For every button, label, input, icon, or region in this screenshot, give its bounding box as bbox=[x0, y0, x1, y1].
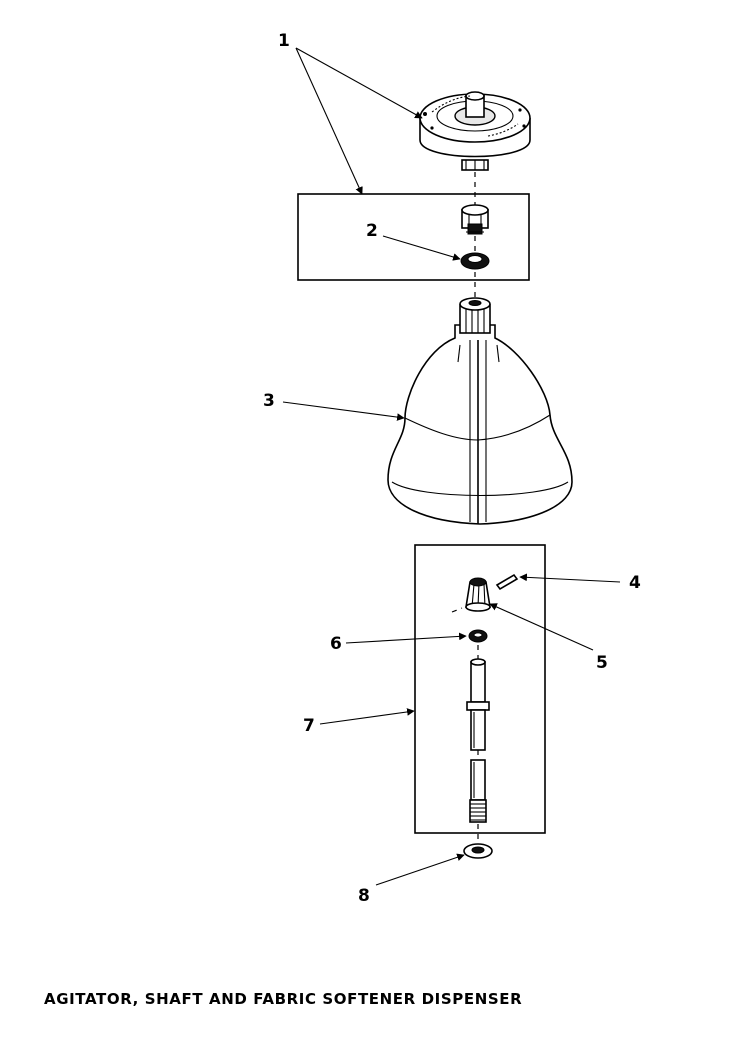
kit-box-upper bbox=[297, 193, 530, 281]
diagram-caption: AGITATOR, SHAFT AND FABRIC SOFTENER DISP… bbox=[44, 990, 523, 1008]
callout-4: 4 bbox=[629, 573, 641, 593]
callout-6: 6 bbox=[330, 634, 342, 654]
callout-7: 7 bbox=[303, 716, 315, 736]
callout-8: 8 bbox=[358, 886, 370, 906]
agitator-cap-icon bbox=[465, 577, 491, 612]
callout-5: 5 bbox=[596, 653, 608, 673]
leader-lines bbox=[282, 47, 621, 886]
nut-icon bbox=[461, 204, 489, 235]
fabric-softener-dispenser-icon bbox=[419, 91, 531, 171]
callout-2: 2 bbox=[366, 221, 378, 241]
small-nut-icon bbox=[468, 629, 488, 643]
washer-icon bbox=[460, 252, 490, 270]
callout-1: 1 bbox=[278, 31, 290, 51]
bottom-washer-icon bbox=[463, 843, 493, 859]
pin-icon bbox=[495, 573, 519, 591]
agitator-icon bbox=[387, 297, 573, 525]
callout-3: 3 bbox=[263, 391, 275, 411]
shaft-icon bbox=[466, 658, 490, 823]
kit-box-lower bbox=[414, 544, 546, 834]
